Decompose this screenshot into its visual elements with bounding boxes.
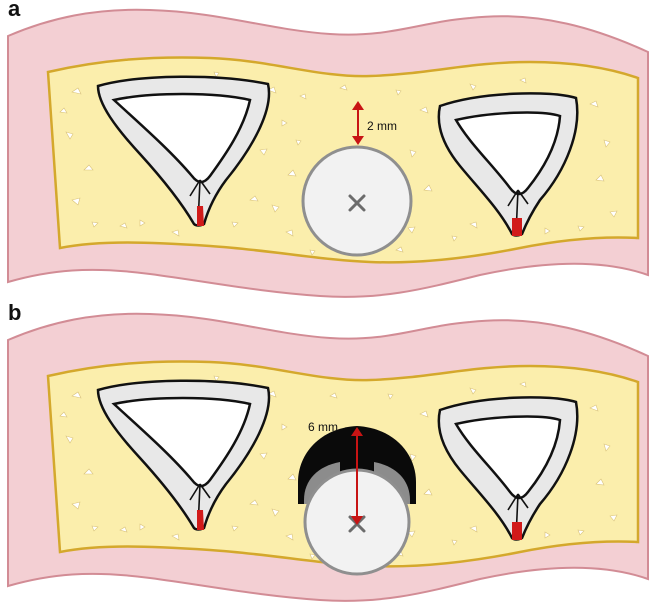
left-root-apex [197, 510, 204, 530]
panel-b: b 6 mm [0, 304, 654, 608]
right-root-apex [512, 522, 522, 540]
right-root-apex [512, 218, 522, 236]
left-root-apex [197, 206, 204, 226]
panel-a-label: a [8, 0, 20, 20]
panel-b-label: b [8, 302, 21, 324]
panel-a-diagram [0, 0, 654, 304]
distance-label-b: 6 mm [308, 421, 338, 433]
panel-b-diagram [0, 304, 654, 608]
panel-a: a 2 mm [0, 0, 654, 304]
distance-label-a: 2 mm [367, 120, 397, 132]
